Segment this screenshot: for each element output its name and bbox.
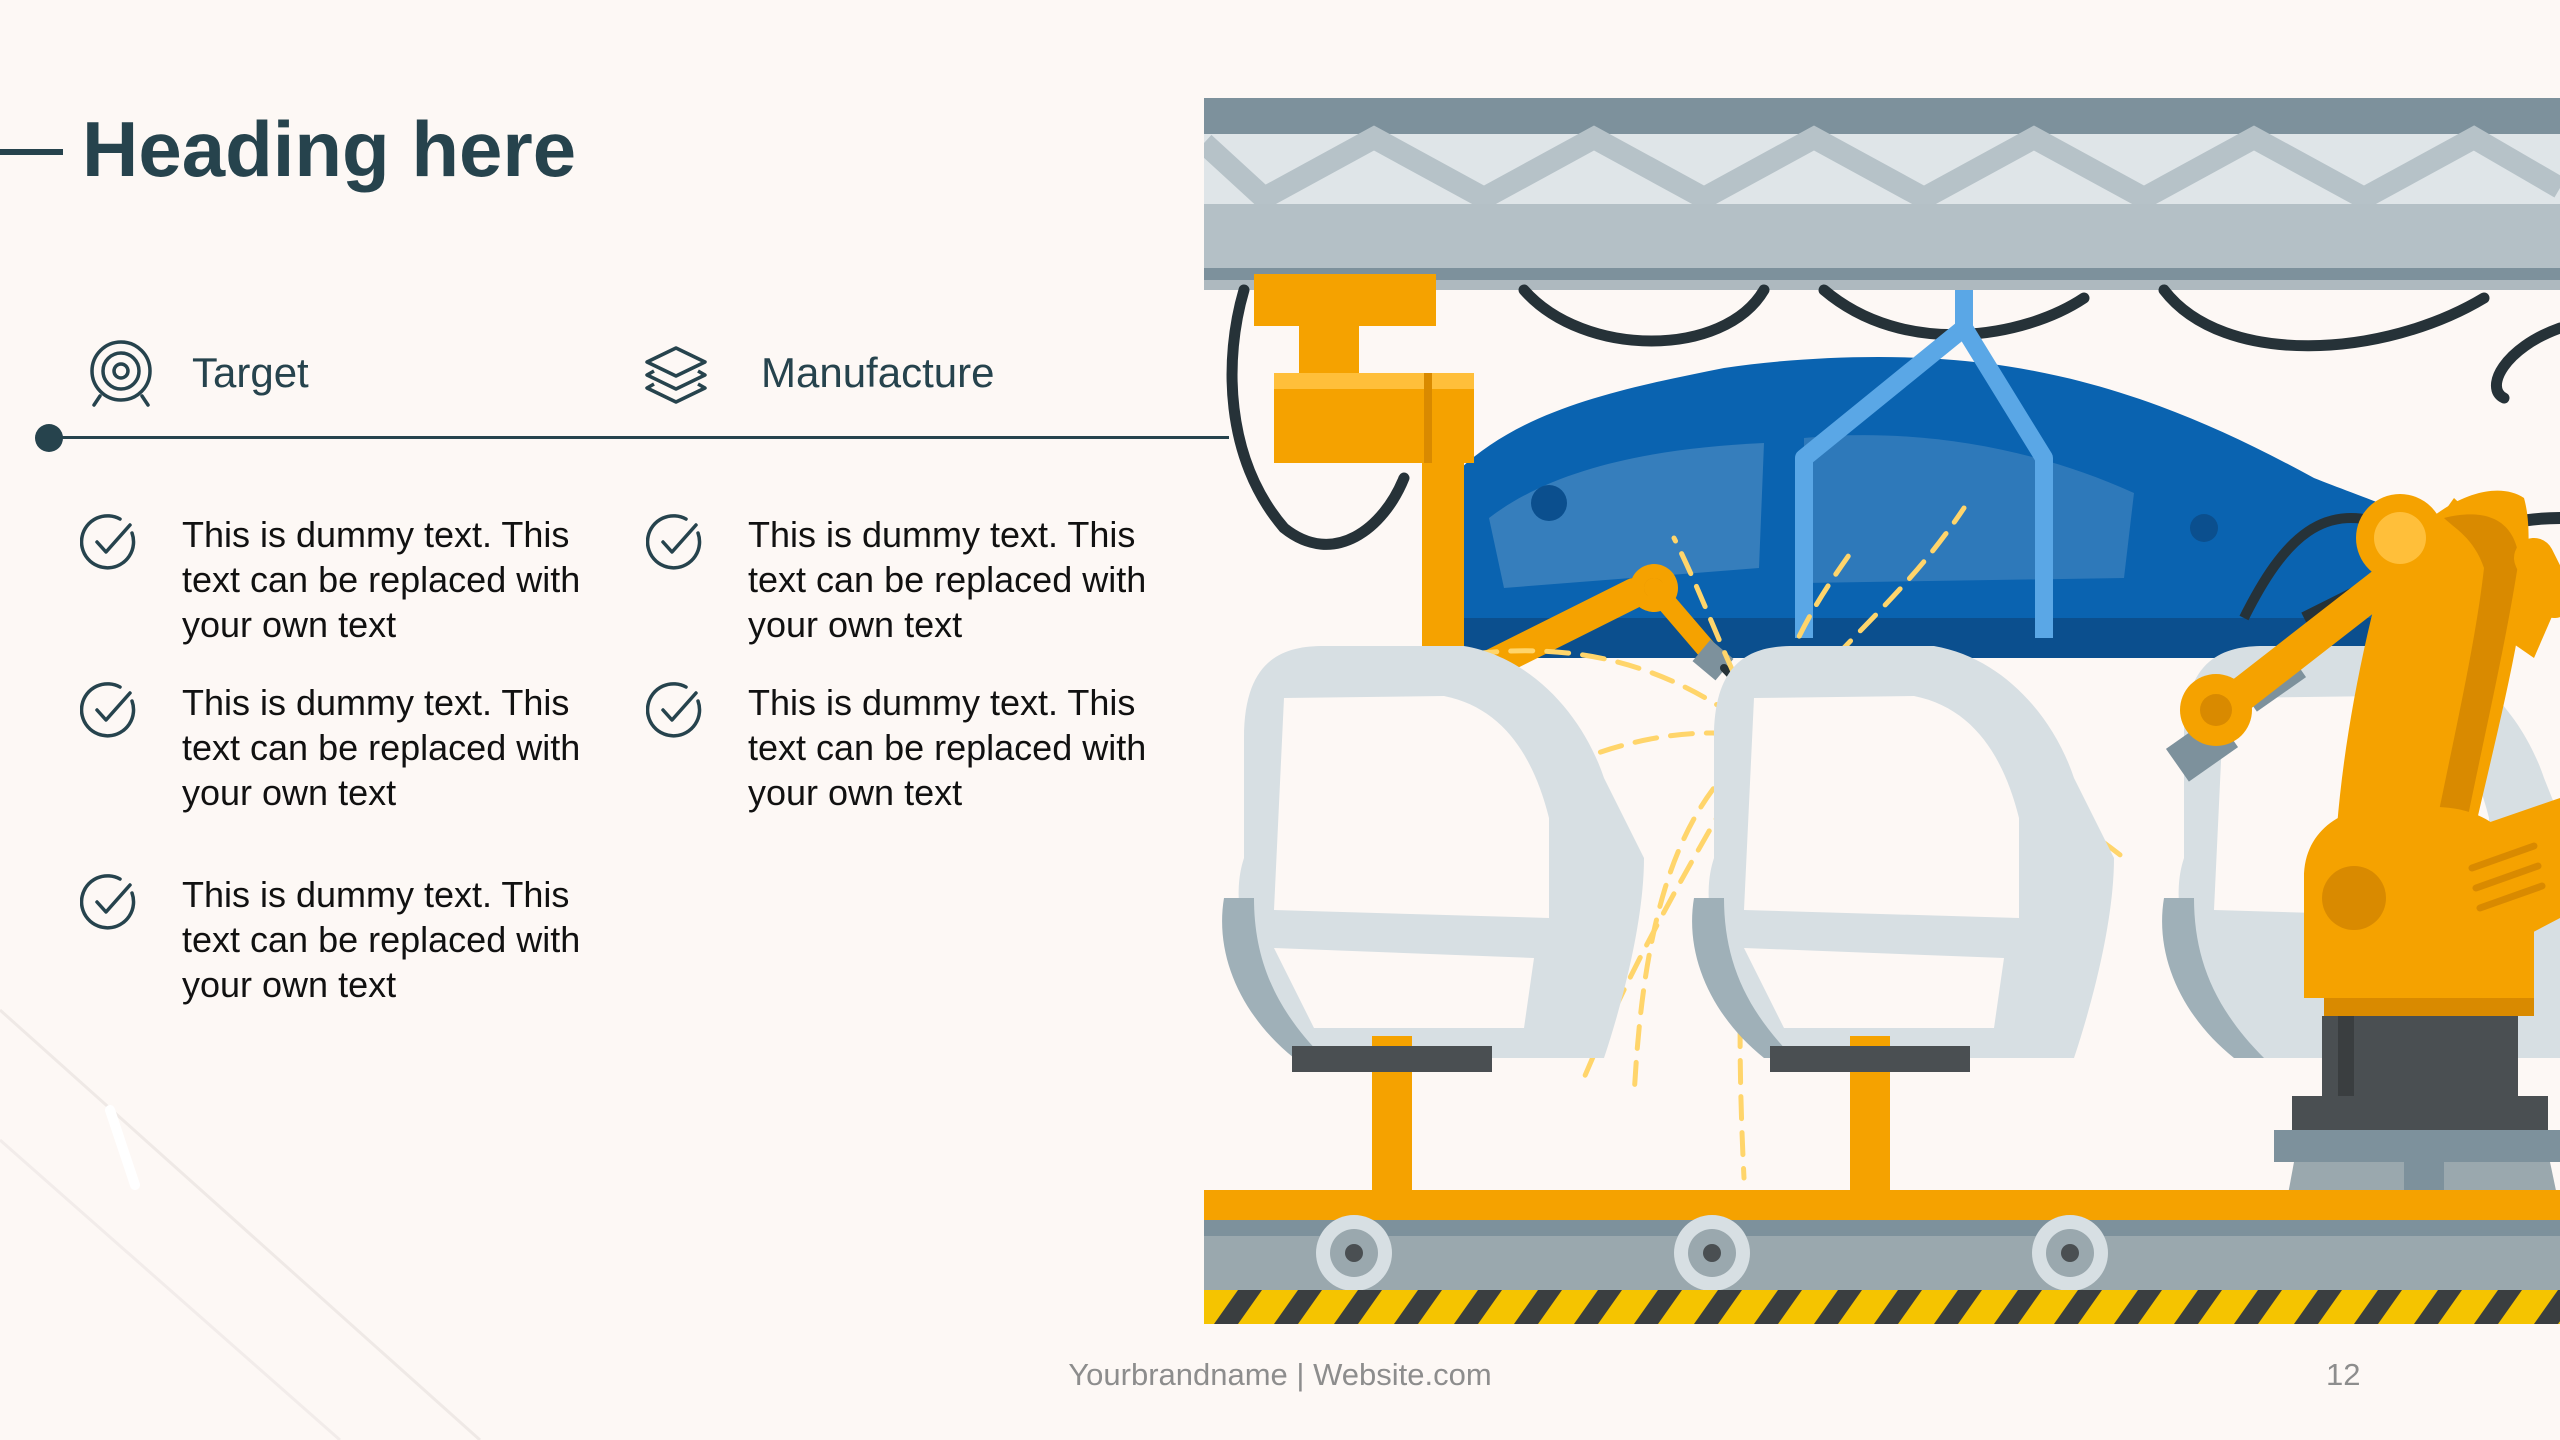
category-label-target: Target (192, 349, 309, 396)
target-icon (90, 340, 152, 407)
category-target: Target (86, 338, 309, 408)
list-item-text: This is dummy text. This text can be rep… (182, 682, 581, 813)
assembly-line-illustration (1204, 98, 2560, 1324)
category-manufacture: Manufacture (641, 338, 994, 408)
check-circle-icon (646, 514, 702, 570)
list-item-text: This is dummy text. This text can be rep… (182, 514, 581, 645)
timeline-line (49, 436, 1229, 439)
list-item-text: This is dummy text. This text can be rep… (182, 874, 581, 1005)
page-title: Heading here (82, 105, 577, 193)
list-item-text: This is dummy text. This text can be rep… (748, 682, 1147, 813)
layers-icon (645, 346, 707, 404)
factory-robot-icon (1204, 98, 2560, 1324)
category-label-manufacture: Manufacture (761, 349, 995, 396)
page-number: 12 (2326, 1357, 2361, 1392)
check-circle-icon (80, 514, 136, 570)
check-circle-icon (80, 874, 136, 930)
list-item-text: This is dummy text. This text can be rep… (748, 514, 1147, 645)
heading-accent-line (0, 149, 63, 155)
footer-text: Yourbrandname | Website.com (1068, 1357, 1492, 1392)
check-circle-icon (80, 682, 136, 738)
check-circle-icon (646, 682, 702, 738)
